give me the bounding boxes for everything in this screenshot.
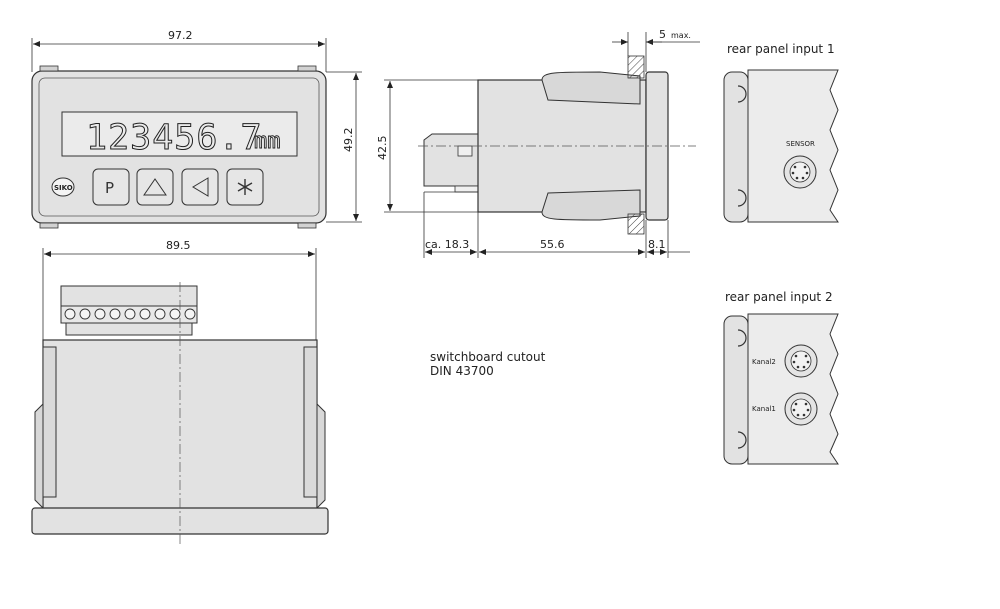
terminal-latch [454,185,479,193]
front-view: 97.2 123456.7 mm SIKO P [31,29,362,229]
rear1-clip-bottom [737,189,747,207]
display-unit: mm [254,129,281,154]
rear2-clip-top [737,329,747,347]
dim-panel-max: 5 [659,28,666,41]
rear1-housing [747,69,839,223]
left-key-button[interactable] [181,168,219,206]
left-clip [42,346,57,498]
kanal1-label: Kanal1 [752,405,776,413]
dim-panel-max-suffix: max. [671,31,691,40]
cutout-label: switchboard cutout [430,350,546,364]
clip [39,65,59,72]
cutout-standard: DIN 43700 [430,364,494,378]
p-key-button[interactable] [92,168,130,206]
up-key-button[interactable] [136,168,174,206]
up-arrow-icon [143,178,167,196]
panel-section-top [627,55,645,79]
dim-side-height: 42.5 [376,136,389,161]
terminal-connector [423,133,479,187]
terminal-screw [169,308,181,320]
terminal-screw [184,308,196,320]
dim-front-width: 97.2 [168,29,193,42]
right-clip [303,346,318,498]
rear1-clip-top [737,85,747,103]
p-key-label: P [105,179,114,197]
brand-text: SIKO [54,184,73,192]
terminal-screws [64,308,196,320]
terminal-screw [139,308,151,320]
panel-section-bottom [627,213,645,235]
rear1-sensor-label: SENSOR [786,140,815,148]
side-view: 42.5 5 max. ca. 18. [376,28,700,258]
kanal2-pins [792,354,810,369]
dim-bezel-depth: 8.1 [648,238,666,251]
rear1-title: rear panel input 1 [727,42,835,56]
clip [39,222,59,229]
kanal2-label: Kanal2 [752,358,776,366]
bottom-mounting-clip [541,189,641,221]
terminal-screw [79,308,91,320]
kanal1-pins [792,402,810,417]
top-view: 89.5 [31,239,329,545]
rear-panel-2: rear panel input 2 Kanal2 Kanal1 [723,290,839,465]
keypad: P [92,168,264,206]
left-latch [34,402,44,510]
dim-connector-depth: ca. 18.3 [425,238,469,251]
rear2-bezel [723,315,749,465]
dim-body-depth: 55.6 [540,238,565,251]
rear-panel-1: rear panel input 1 SENSOR [723,42,839,223]
terminal-screw [457,145,473,157]
right-latch [316,402,326,510]
rear2-housing [747,313,839,465]
siko-logo [51,177,75,197]
display-reading: 123456.7 [86,118,263,158]
clip [297,222,317,229]
rear2-title: rear panel input 2 [725,290,833,304]
dim-cutout-width: 89.5 [166,239,191,252]
asterisk-icon [237,179,253,195]
sensor-pins [791,165,809,180]
terminal-block-base [65,322,193,336]
terminal-block-top [60,285,198,309]
front-bezel [38,77,320,217]
terminal-screw [124,308,136,320]
dim-front-height: 49.2 [342,128,355,153]
rear2-clip-bottom [737,431,747,449]
top-mounting-clip [541,71,641,105]
left-arrow-icon [192,177,209,197]
display-window [61,111,298,157]
terminal-screw [109,308,121,320]
terminal-screw [154,308,166,320]
rear1-bezel [723,71,749,223]
terminal-screw [94,308,106,320]
clip [297,65,317,72]
